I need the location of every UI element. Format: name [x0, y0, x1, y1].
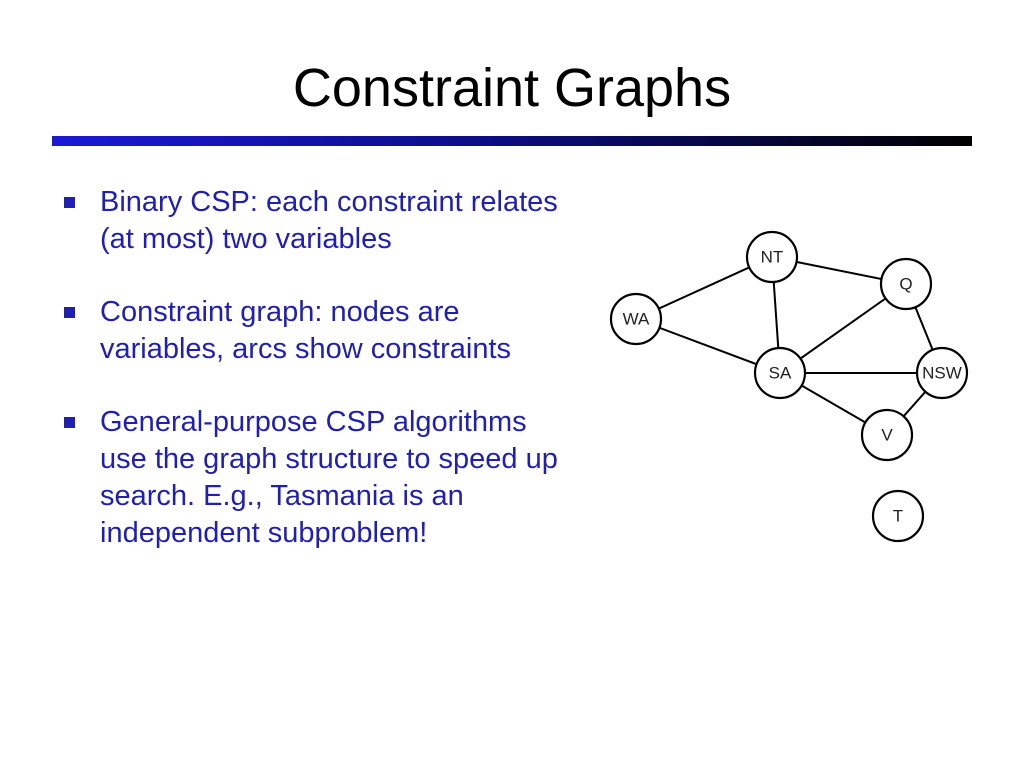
- title-rule: [52, 136, 972, 146]
- square-bullet-icon: [64, 197, 75, 208]
- bullet-item: General-purpose CSP algorithms use the g…: [62, 404, 562, 552]
- bullet-list: Binary CSP: each constraint relates (at …: [62, 184, 562, 588]
- graph-nodes: NT Q WA SA NSW V T: [609, 230, 969, 543]
- node-label: SA: [769, 364, 792, 383]
- node-q: Q: [879, 257, 933, 311]
- square-bullet-icon: [64, 417, 75, 428]
- square-bullet-icon: [64, 307, 75, 318]
- node-v: V: [860, 408, 914, 462]
- node-circle: [745, 230, 799, 284]
- bullet-item: Constraint graph: nodes are variables, a…: [62, 294, 562, 368]
- node-circle: [860, 408, 914, 462]
- bullet-item: Binary CSP: each constraint relates (at …: [62, 184, 562, 258]
- node-circle: [609, 292, 663, 346]
- node-wa: WA: [609, 292, 663, 346]
- node-sa: SA: [753, 346, 807, 400]
- node-label: V: [881, 426, 893, 445]
- node-nt: NT: [745, 230, 799, 284]
- node-label: T: [893, 507, 903, 526]
- slide-title: Constraint Graphs: [292, 58, 732, 118]
- bullet-text: General-purpose CSP algorithms use the g…: [100, 406, 558, 549]
- node-label: NSW: [922, 364, 962, 383]
- bullet-text: Binary CSP: each constraint relates (at …: [100, 186, 558, 255]
- node-label: NT: [761, 248, 784, 267]
- node-circle: [879, 257, 933, 311]
- node-circle: [871, 489, 925, 543]
- node-t: T: [871, 489, 925, 543]
- bullet-text: Constraint graph: nodes are variables, a…: [100, 296, 511, 365]
- node-circle: [753, 346, 807, 400]
- node-label: WA: [623, 310, 650, 329]
- constraint-graph: NT Q WA SA NSW V T: [609, 230, 969, 543]
- node-nsw: NSW: [915, 346, 969, 400]
- node-circle: [915, 346, 969, 400]
- node-label: Q: [899, 275, 912, 294]
